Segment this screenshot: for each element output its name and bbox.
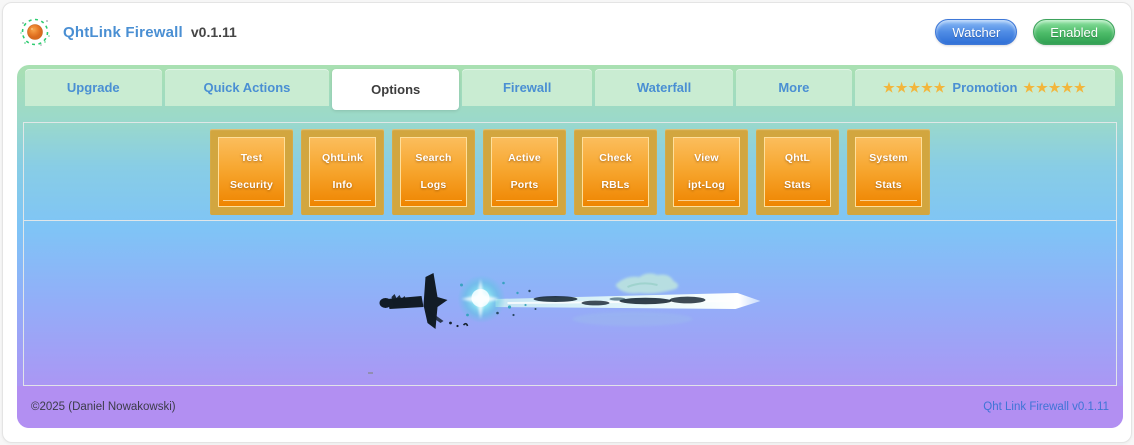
tab-waterfall-label: Waterfall <box>636 80 692 95</box>
copyright-text: ©2025 (Daniel Nowakowski) <box>31 401 176 413</box>
button-label-line: Ports <box>510 179 539 191</box>
main-panel: Upgrade Quick Actions Options Firewall W… <box>17 65 1123 428</box>
view-ipt-log-button-face: View ipt-Log <box>673 136 740 207</box>
button-label-line: System <box>869 152 908 164</box>
tab-options[interactable]: Options <box>332 69 460 110</box>
action-button-row: Test Security QhtLink Info Search Logs <box>24 123 1116 221</box>
tab-bar: Upgrade Quick Actions Options Firewall W… <box>17 65 1123 110</box>
check-rbls-button[interactable]: Check RBLs <box>574 128 657 215</box>
button-label-line: QhtLink <box>321 152 364 164</box>
system-stats-button-face: System Stats <box>855 136 922 207</box>
button-label-line: Logs <box>420 179 447 191</box>
active-ports-button[interactable]: Active Ports <box>483 128 566 215</box>
button-label-line: Test <box>240 152 263 164</box>
button-label-line: Search <box>415 152 452 164</box>
tab-upgrade-label: Upgrade <box>66 80 120 95</box>
header: QhtLink Firewall v0.1.11 Watcher Enabled <box>3 3 1131 61</box>
qhtl-stats-button[interactable]: QhtL Stats <box>756 128 839 215</box>
tab-promotion-label: Promotion <box>952 80 1018 95</box>
content-box: Test Security QhtLink Info Search Logs <box>23 122 1117 386</box>
tab-quick-actions-label: Quick Actions <box>203 80 291 95</box>
button-label-line: Security <box>229 179 274 191</box>
tab-options-label: Options <box>371 82 421 97</box>
check-rbls-button-face: Check RBLs <box>582 136 649 207</box>
view-ipt-log-button[interactable]: View ipt-Log <box>665 128 748 215</box>
tab-upgrade[interactable]: Upgrade <box>25 69 162 106</box>
search-logs-button[interactable]: Search Logs <box>392 128 475 215</box>
app-version: v0.1.11 <box>190 24 237 40</box>
button-label-line: Active <box>508 152 541 164</box>
button-label-line: Stats <box>875 179 902 191</box>
button-label-line: ipt-Log <box>688 179 725 191</box>
button-label-line: Info <box>332 179 353 191</box>
star-icons-right: ★★★★★ <box>1023 79 1087 95</box>
button-label-line: RBLs <box>601 179 630 191</box>
tab-promotion[interactable]: ★★★★★ Promotion ★★★★★ <box>854 69 1115 106</box>
qhtlink-info-button[interactable]: QhtLink Info <box>301 128 384 215</box>
enabled-button[interactable]: Enabled <box>1033 19 1115 45</box>
tab-firewall-label: Firewall <box>502 80 552 95</box>
qhtlink-info-button-face: QhtLink Info <box>309 136 376 207</box>
test-security-button[interactable]: Test Security <box>210 128 293 215</box>
tab-quick-actions[interactable]: Quick Actions <box>164 69 330 106</box>
qhtl-stats-button-face: QhtL Stats <box>764 136 831 207</box>
system-stats-button[interactable]: System Stats <box>847 128 930 215</box>
tab-more[interactable]: More <box>735 69 852 106</box>
search-logs-button-face: Search Logs <box>400 136 467 207</box>
button-label-line: Stats <box>784 179 811 191</box>
display-area <box>24 221 1116 386</box>
footer-version-link[interactable]: Qht Link Firewall v0.1.11 <box>983 401 1109 413</box>
active-ports-button-face: Active Ports <box>491 136 558 207</box>
tab-firewall[interactable]: Firewall <box>462 69 593 106</box>
tab-more-label: More <box>778 80 810 95</box>
crystal-sword-image <box>378 263 763 340</box>
star-icons-left: ★★★★★ <box>883 79 947 95</box>
tiny-artifact-mark <box>368 372 373 374</box>
watcher-button-label: Watcher <box>952 24 1001 40</box>
button-label-line: QhtL <box>784 152 811 164</box>
firewall-logo-icon <box>20 18 50 46</box>
button-label-line: Check <box>599 152 632 164</box>
enabled-button-label: Enabled <box>1050 24 1098 40</box>
app-title: QhtLink Firewall <box>63 23 183 41</box>
tab-waterfall[interactable]: Waterfall <box>595 69 733 106</box>
test-security-button-face: Test Security <box>218 136 285 207</box>
watcher-button[interactable]: Watcher <box>935 19 1018 45</box>
footer: ©2025 (Daniel Nowakowski) Qht Link Firew… <box>17 386 1123 428</box>
button-label-line: View <box>694 152 719 164</box>
